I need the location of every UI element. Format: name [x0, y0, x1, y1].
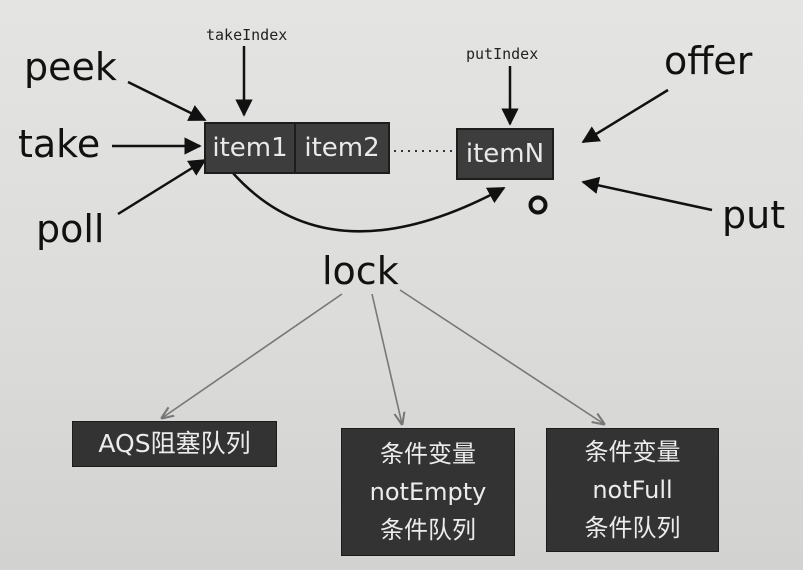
not-empty-line1: 条件变量	[380, 440, 476, 468]
take-index-label: takeIndex	[206, 26, 288, 44]
peek-arrow	[127, 80, 207, 122]
lock-to-notfull-arrow	[399, 289, 604, 424]
take-label: take	[18, 122, 101, 166]
lock-to-aqs-arrow	[162, 293, 343, 418]
not-empty-condition-box: 条件变量 notEmpty 条件队列	[341, 428, 515, 556]
lock-label: lock	[322, 249, 399, 293]
not-full-line3: 条件队列	[584, 514, 681, 542]
not-empty-line3: 条件队列	[380, 516, 476, 544]
aqs-blocking-queue-box: AQS阻塞队列	[72, 421, 277, 467]
put-label: put	[722, 193, 786, 237]
offer-arrow	[581, 88, 669, 144]
put-arrow	[581, 176, 713, 212]
poll-arrow	[117, 158, 207, 216]
queue-item-1: item1	[204, 122, 296, 174]
put-index-label: putIndex	[466, 45, 539, 63]
lock-to-notempty-arrow	[371, 293, 402, 424]
aqs-blocking-queue-label: AQS阻塞队列	[98, 429, 251, 458]
poll-label: poll	[36, 207, 105, 251]
offer-label: offer	[664, 39, 753, 83]
not-full-condition-box: 条件变量 notFull 条件队列	[546, 428, 719, 552]
not-full-line2: notFull	[592, 476, 673, 504]
circular-arc	[231, 171, 506, 233]
ring-icon	[528, 195, 548, 215]
peek-label: peek	[24, 45, 117, 89]
queue-item-2: item2	[294, 122, 390, 174]
not-empty-line2: notEmpty	[369, 478, 487, 506]
queue-item-n: itemN	[456, 128, 554, 180]
not-full-line1: 条件变量	[584, 438, 681, 466]
